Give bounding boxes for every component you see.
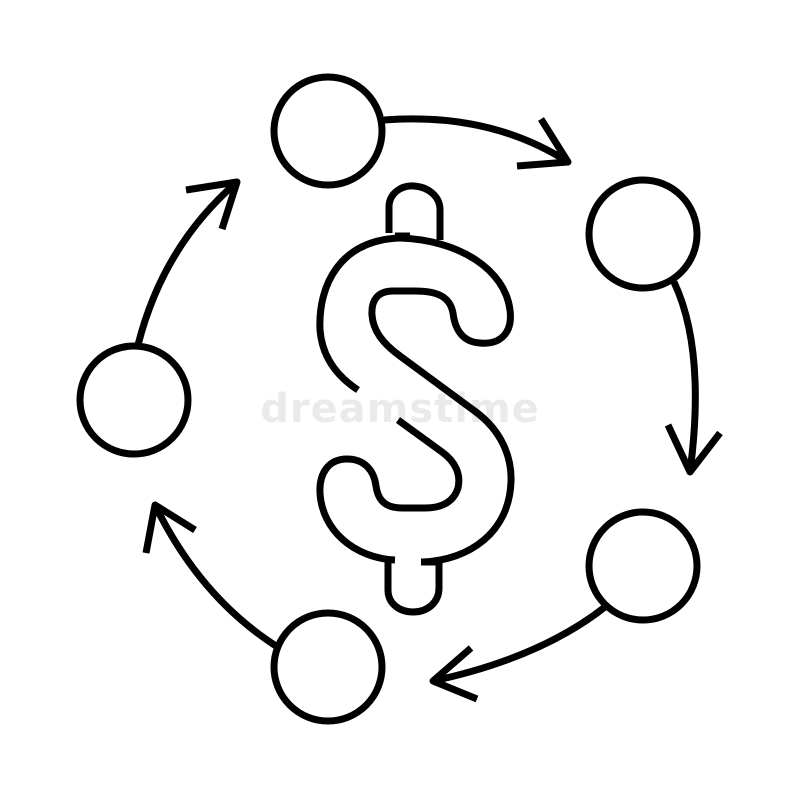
arrow-upper-right-to-right <box>670 280 699 473</box>
arrowhead-bottom-icon <box>429 645 479 703</box>
arrow-bottom-to-left <box>151 503 278 649</box>
node-circle-left <box>76 342 192 458</box>
arrowhead-right-icon <box>664 423 723 476</box>
arrowhead-top-left-icon <box>185 178 241 231</box>
arrow-lower-right-to-bottom <box>432 604 608 685</box>
arrowhead-left-icon <box>142 501 197 554</box>
dollar-sign-icon <box>316 182 515 616</box>
arrowhead-upper-right-icon <box>516 117 572 170</box>
arrow-top-to-upper-right <box>383 115 570 165</box>
node-circle-top <box>270 73 386 189</box>
arrow-left-to-top-left <box>134 179 240 346</box>
node-circle-bottom <box>270 609 386 725</box>
watermark-text: dreamstime <box>260 386 540 432</box>
node-circle-upper-right <box>585 176 701 292</box>
node-circle-lower-right <box>585 508 701 624</box>
